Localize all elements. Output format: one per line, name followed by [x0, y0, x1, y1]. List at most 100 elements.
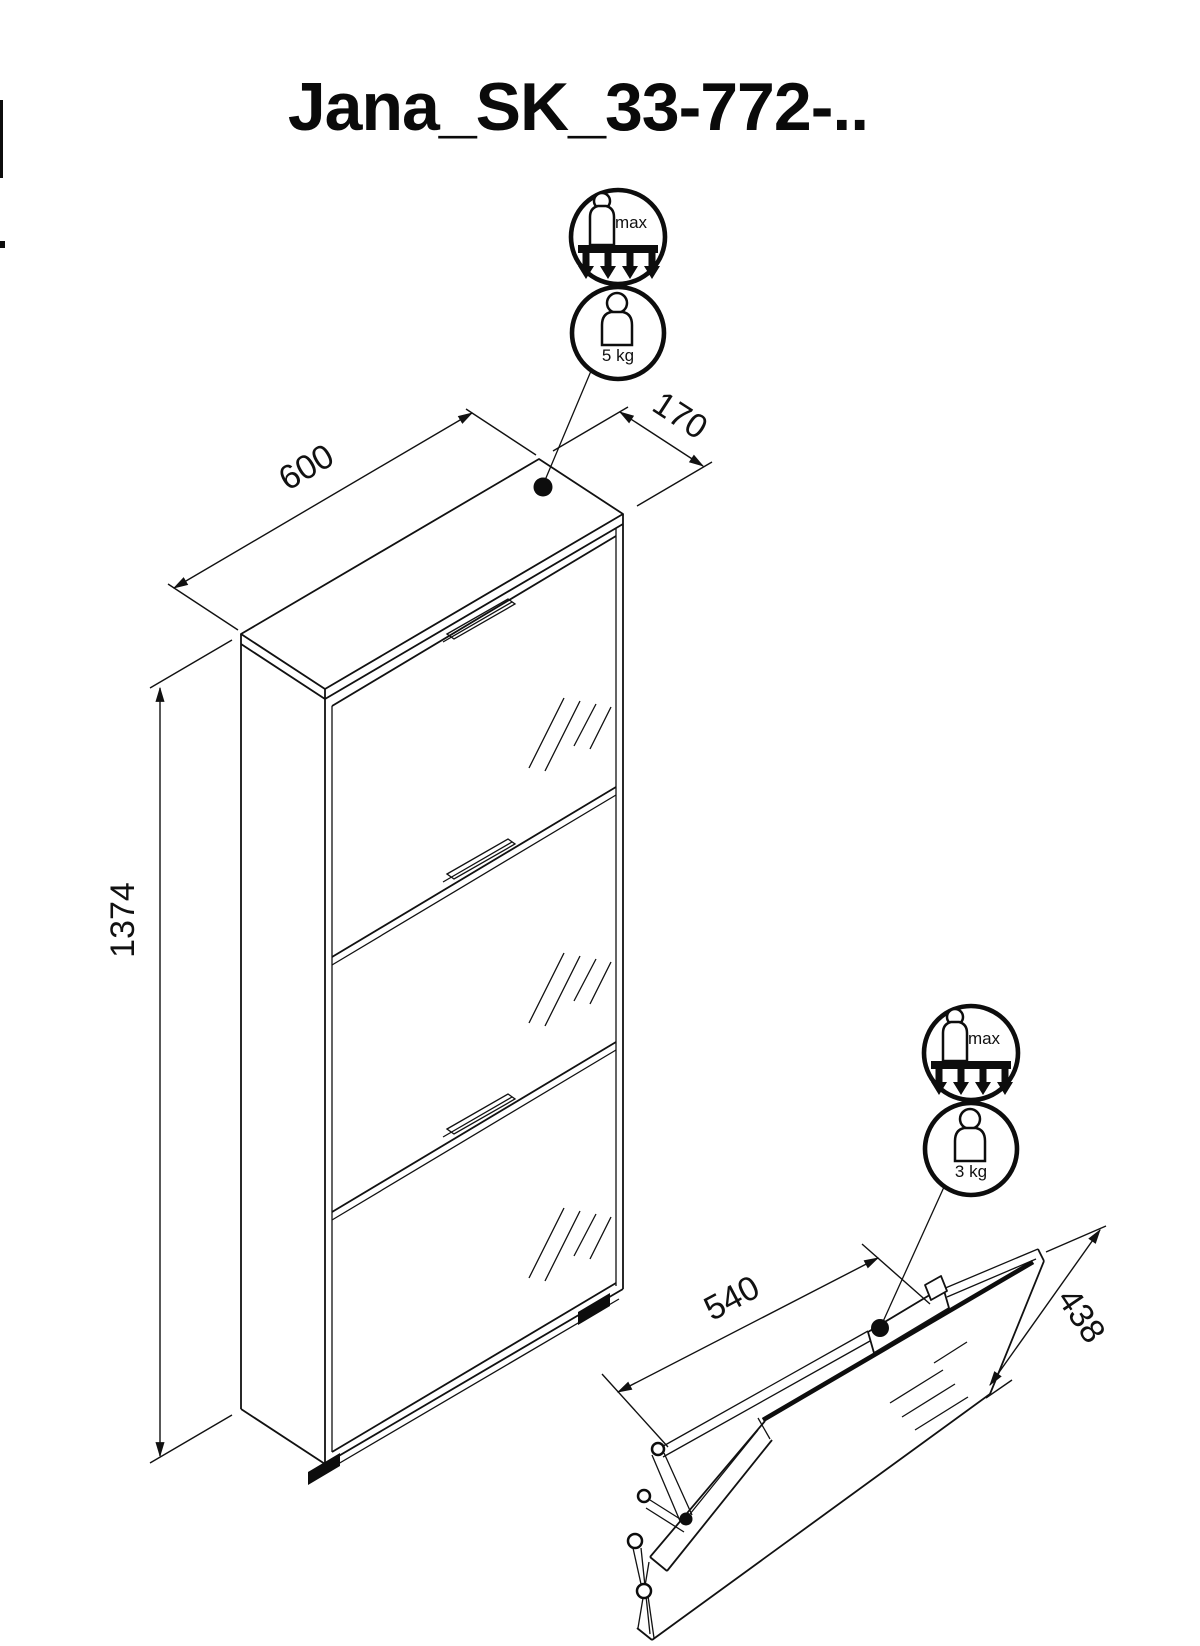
cabinet-foot-left [308, 1453, 340, 1485]
hinge-arm [645, 1507, 685, 1533]
hinge-pivot [650, 1441, 666, 1457]
mirror-hatch-line [573, 703, 597, 747]
weight-head-icon [958, 1107, 982, 1131]
handle-lip [445, 838, 517, 880]
reference-dot [871, 1319, 889, 1337]
mirror-hatch-line [528, 1207, 565, 1279]
mirror-hatch-flap2 [528, 952, 612, 1027]
load-arrows-icon [578, 253, 660, 279]
panel-top-bold-edge [761, 1260, 1035, 1422]
width-dimension-label: 600 [272, 437, 340, 499]
depth-dimension-label: 170 [646, 384, 714, 447]
scan-edge-marks [0, 100, 5, 248]
flap-load-icons: max 3 kg [871, 1003, 1021, 1337]
flap-depth-dimension: 438 [985, 1225, 1113, 1399]
dimension-line-438 [989, 1228, 1101, 1387]
hinge-link [632, 1547, 642, 1585]
mirror-hatch-line [589, 961, 612, 1005]
mirror-hatch-line [589, 1216, 612, 1260]
top-panel-edge [324, 523, 624, 700]
mirror-hatch-line [544, 700, 581, 772]
mounting-bracket [924, 1275, 948, 1301]
down-arrow-icon [604, 253, 612, 266]
handle-shadow [442, 1096, 513, 1138]
down-arrow-icon [648, 253, 656, 266]
flap2-handle [442, 838, 517, 883]
hinge-pivot-dark [679, 1512, 693, 1526]
flap3-bottom-edge [331, 1282, 617, 1453]
edge-mark [0, 241, 5, 248]
flap-max-load-icon: max [921, 1003, 1021, 1103]
seat-end-cap [649, 1556, 668, 1572]
mirror-hatch-line [573, 958, 597, 1002]
extension-line [985, 1379, 1013, 1399]
down-arrow-icon [975, 1082, 991, 1095]
mirror-hatch-line [528, 697, 565, 769]
load-bar-icon [931, 1061, 1011, 1069]
mirror-hatch-line [528, 952, 565, 1024]
mirror-hatch-line [901, 1383, 956, 1418]
hinge-foot [626, 1532, 644, 1550]
leader-line [542, 370, 592, 486]
hinge-arm [651, 1454, 681, 1522]
seat-inner-edge [666, 1439, 773, 1572]
handle-shadow [442, 601, 513, 643]
extension-line [149, 1414, 233, 1464]
open-flap-detail-view [626, 1248, 1045, 1641]
flap-division-2 [331, 1041, 617, 1213]
edge-mark [0, 100, 3, 178]
hinge-arm [689, 1429, 759, 1515]
mirror-hatch-line [573, 1213, 597, 1257]
leader-line [880, 1186, 945, 1327]
load-bar-icon [578, 245, 658, 253]
extension-line [552, 406, 629, 452]
extension-line [465, 408, 537, 456]
reference-dot [533, 477, 553, 497]
panel-edge [946, 1258, 1037, 1298]
mirror-hatch-flap1 [528, 697, 612, 772]
dimension-line-540 [616, 1257, 880, 1393]
glass-bottom-cap [636, 1627, 653, 1641]
seat-outer-edge [649, 1420, 766, 1558]
mirror-hatch-flap3 [528, 1207, 612, 1282]
hinge-mechanism [626, 1429, 759, 1639]
top-load-icons: max 5 kg [533, 187, 668, 497]
down-arrow-icon [953, 1082, 969, 1095]
flap3-handle [442, 1093, 517, 1138]
glass-tip-edge [1037, 1248, 1045, 1262]
extension-line [601, 1373, 669, 1448]
mirror-hatch-line [933, 1341, 968, 1364]
max-label: max [968, 1029, 1001, 1048]
down-arrow-icon [622, 266, 638, 279]
handle-lip [445, 598, 517, 640]
down-arrow-icon [1001, 1069, 1009, 1082]
base-panel-edge [320, 1298, 620, 1475]
weight-body-icon [941, 1020, 969, 1063]
down-arrow-icon [931, 1082, 947, 1095]
down-arrow-icon [578, 266, 594, 279]
handle-shadow [442, 841, 513, 883]
handle-lip [445, 1093, 517, 1135]
side-panel-bottom-edge [240, 1408, 326, 1465]
down-arrow-icon [979, 1069, 987, 1082]
down-arrow-icon [582, 253, 590, 266]
top-weight-label: 5 kg [602, 346, 634, 365]
flap-division-1b [331, 794, 617, 966]
max-label: max [615, 213, 648, 232]
height-dimension: 1374 [104, 639, 233, 1464]
hinge-link [647, 1595, 655, 1639]
panel-edge [657, 1330, 869, 1450]
load-arrows-icon [931, 1069, 1013, 1095]
flap1-handle [442, 598, 517, 643]
extension-line [861, 1243, 931, 1305]
cabinet-foot-right [578, 1293, 610, 1325]
flap-division-2b [331, 1049, 617, 1221]
extension-line [149, 639, 233, 689]
page-title: Jana_SK_33-772-.. [288, 69, 868, 145]
mirror-hatch-line [544, 955, 581, 1027]
weight-body-icon [953, 1126, 987, 1163]
flap-depth-dimension-label: 438 [1050, 1282, 1113, 1350]
mirror-hatch-line [544, 1210, 581, 1282]
